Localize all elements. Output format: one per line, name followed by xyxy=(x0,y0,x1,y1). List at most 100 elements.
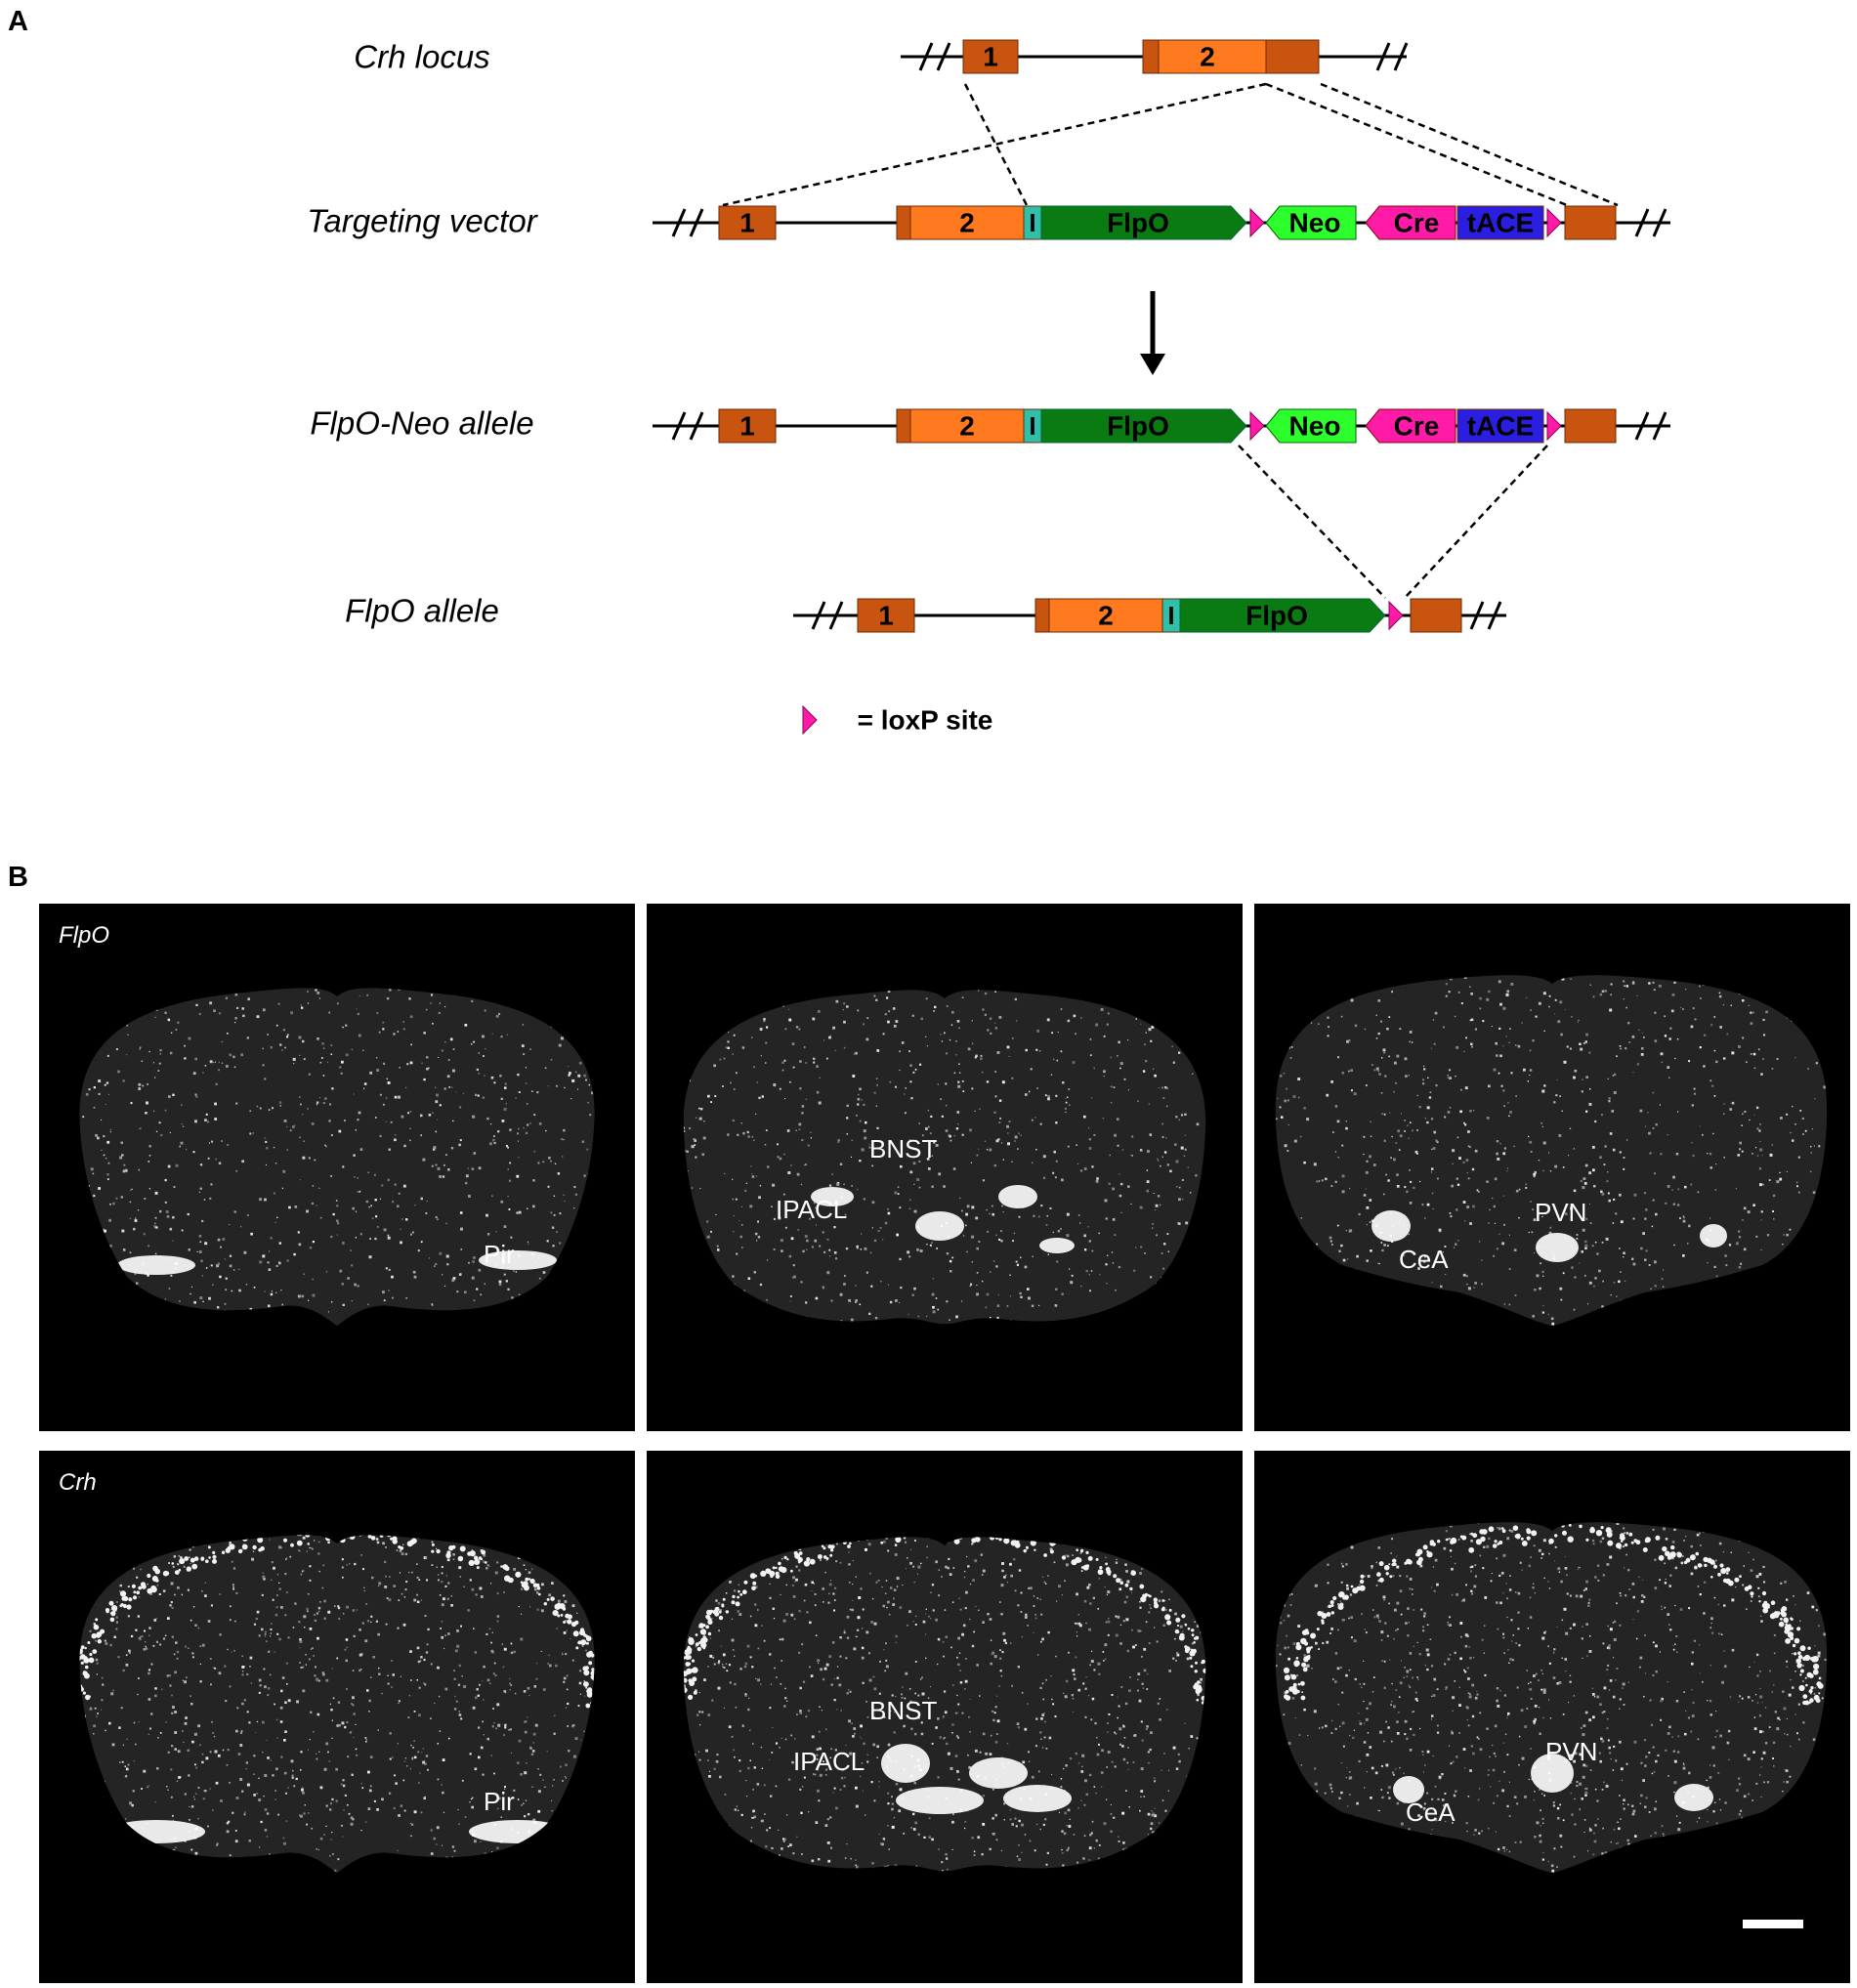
ires-label: I xyxy=(1029,208,1035,237)
loxp-site xyxy=(1249,207,1265,238)
signal-hotspot xyxy=(896,1787,984,1814)
cre-label: Cre xyxy=(1394,208,1440,238)
neo-label: Neo xyxy=(1289,411,1341,442)
loxp-site xyxy=(1388,600,1404,631)
brain-section-image: FlpO Pir xyxy=(39,904,635,1431)
region-annotation: IPACL xyxy=(776,1195,847,1224)
signal-hotspot xyxy=(1700,1224,1727,1248)
neo-label: Neo xyxy=(1289,208,1341,238)
region-annotation: PVN xyxy=(1535,1198,1586,1227)
tissue-section xyxy=(1275,975,1828,1326)
dash-line xyxy=(1238,444,1386,599)
region-annotation: IPACL xyxy=(793,1747,865,1776)
scale-bar xyxy=(1743,1920,1803,1928)
exon-3-utr xyxy=(1564,408,1617,444)
exon-1 xyxy=(718,205,777,240)
break-mark xyxy=(689,208,704,237)
loxp-site xyxy=(1546,207,1562,238)
tace-box xyxy=(1456,205,1544,240)
region-annotation: PVN xyxy=(1545,1737,1597,1766)
panel-b-letter: B xyxy=(8,862,28,893)
break-mark xyxy=(671,208,687,237)
neo-cassette xyxy=(1265,205,1357,240)
exon-3-utr xyxy=(1564,205,1617,240)
flpo-label: FlpO xyxy=(1107,411,1169,442)
cre-cassette xyxy=(1365,408,1456,444)
locus-exon-2-utr3 xyxy=(1265,39,1320,74)
break-mark xyxy=(811,601,826,630)
row-label-3: FlpO allele xyxy=(345,593,499,629)
break-mark xyxy=(828,601,844,630)
region-annotation: Pir xyxy=(484,1240,515,1269)
exon-1 xyxy=(718,408,777,444)
signal-hotspot xyxy=(998,1185,1037,1208)
brain-section-image: PVN CeA xyxy=(1254,904,1850,1431)
signal-hotspot xyxy=(1531,1754,1574,1793)
arrow-head xyxy=(1140,354,1165,375)
cre-label: Cre xyxy=(1394,411,1440,442)
break-mark xyxy=(671,411,687,441)
flpo-cds xyxy=(1179,598,1386,633)
signal-hotspot xyxy=(1372,1210,1411,1242)
break-mark xyxy=(1393,42,1409,71)
region-annotation: BNST xyxy=(869,1134,937,1163)
loxp-site xyxy=(802,704,818,736)
cre-cassette xyxy=(1365,205,1456,240)
exon-3-utr xyxy=(1410,598,1462,633)
exon-2-label: 2 xyxy=(1098,601,1114,631)
region-annotation: CeA xyxy=(1399,1245,1449,1274)
dash-line xyxy=(1265,82,1568,207)
row-label-1: Targeting vector xyxy=(307,203,538,239)
tace-label: tACE xyxy=(1467,208,1534,238)
exon-2 xyxy=(909,205,1025,240)
signal-hotspot xyxy=(1393,1776,1424,1803)
break-mark xyxy=(1634,411,1650,441)
break-mark xyxy=(918,42,934,71)
row-label-2: FlpO-Neo allele xyxy=(310,405,533,442)
ires-label: I xyxy=(1167,601,1174,630)
row-label: FlpO xyxy=(59,922,109,949)
exon-1-label: 1 xyxy=(878,601,894,631)
signal-hotspot xyxy=(479,1250,557,1270)
break-mark xyxy=(1652,208,1667,237)
loxp-site xyxy=(1249,410,1265,442)
tissue-section xyxy=(79,988,595,1326)
neo-cassette xyxy=(1265,408,1357,444)
break-mark xyxy=(936,42,951,71)
locus-exon-1-label: 1 xyxy=(983,42,998,72)
signal-hotspot xyxy=(969,1757,1028,1789)
locus-exon-2 xyxy=(1158,39,1267,74)
loxp-site xyxy=(1546,410,1562,442)
locus-exon-2-label: 2 xyxy=(1200,42,1215,72)
exon-2-label: 2 xyxy=(959,411,975,442)
break-mark xyxy=(689,411,704,441)
break-mark xyxy=(1634,208,1650,237)
dash-line xyxy=(1320,82,1619,207)
locus-exon-1 xyxy=(962,39,1019,74)
break-mark xyxy=(1469,601,1485,630)
signal-hotspot xyxy=(1536,1233,1579,1262)
break-mark xyxy=(1375,42,1391,71)
tace-box xyxy=(1456,408,1544,444)
region-annotation: Pir xyxy=(484,1787,515,1816)
flpo-cds xyxy=(1040,408,1247,444)
signal-hotspot xyxy=(915,1211,964,1241)
row-label-0: Crh locus xyxy=(354,39,489,75)
dash-line xyxy=(722,82,1267,207)
tissue-section xyxy=(683,990,1206,1325)
tissue-section xyxy=(683,1537,1206,1872)
ires-label: I xyxy=(1029,411,1035,441)
signal-hotspot xyxy=(1039,1238,1075,1253)
signal-hotspot xyxy=(881,1744,930,1783)
loxp-legend-text: = loxP site xyxy=(858,705,993,736)
flpo-cds xyxy=(1040,205,1247,240)
break-mark xyxy=(1652,411,1667,441)
exon-2-label: 2 xyxy=(959,208,975,238)
signal-hotspot xyxy=(811,1187,854,1206)
break-mark xyxy=(1487,601,1502,630)
